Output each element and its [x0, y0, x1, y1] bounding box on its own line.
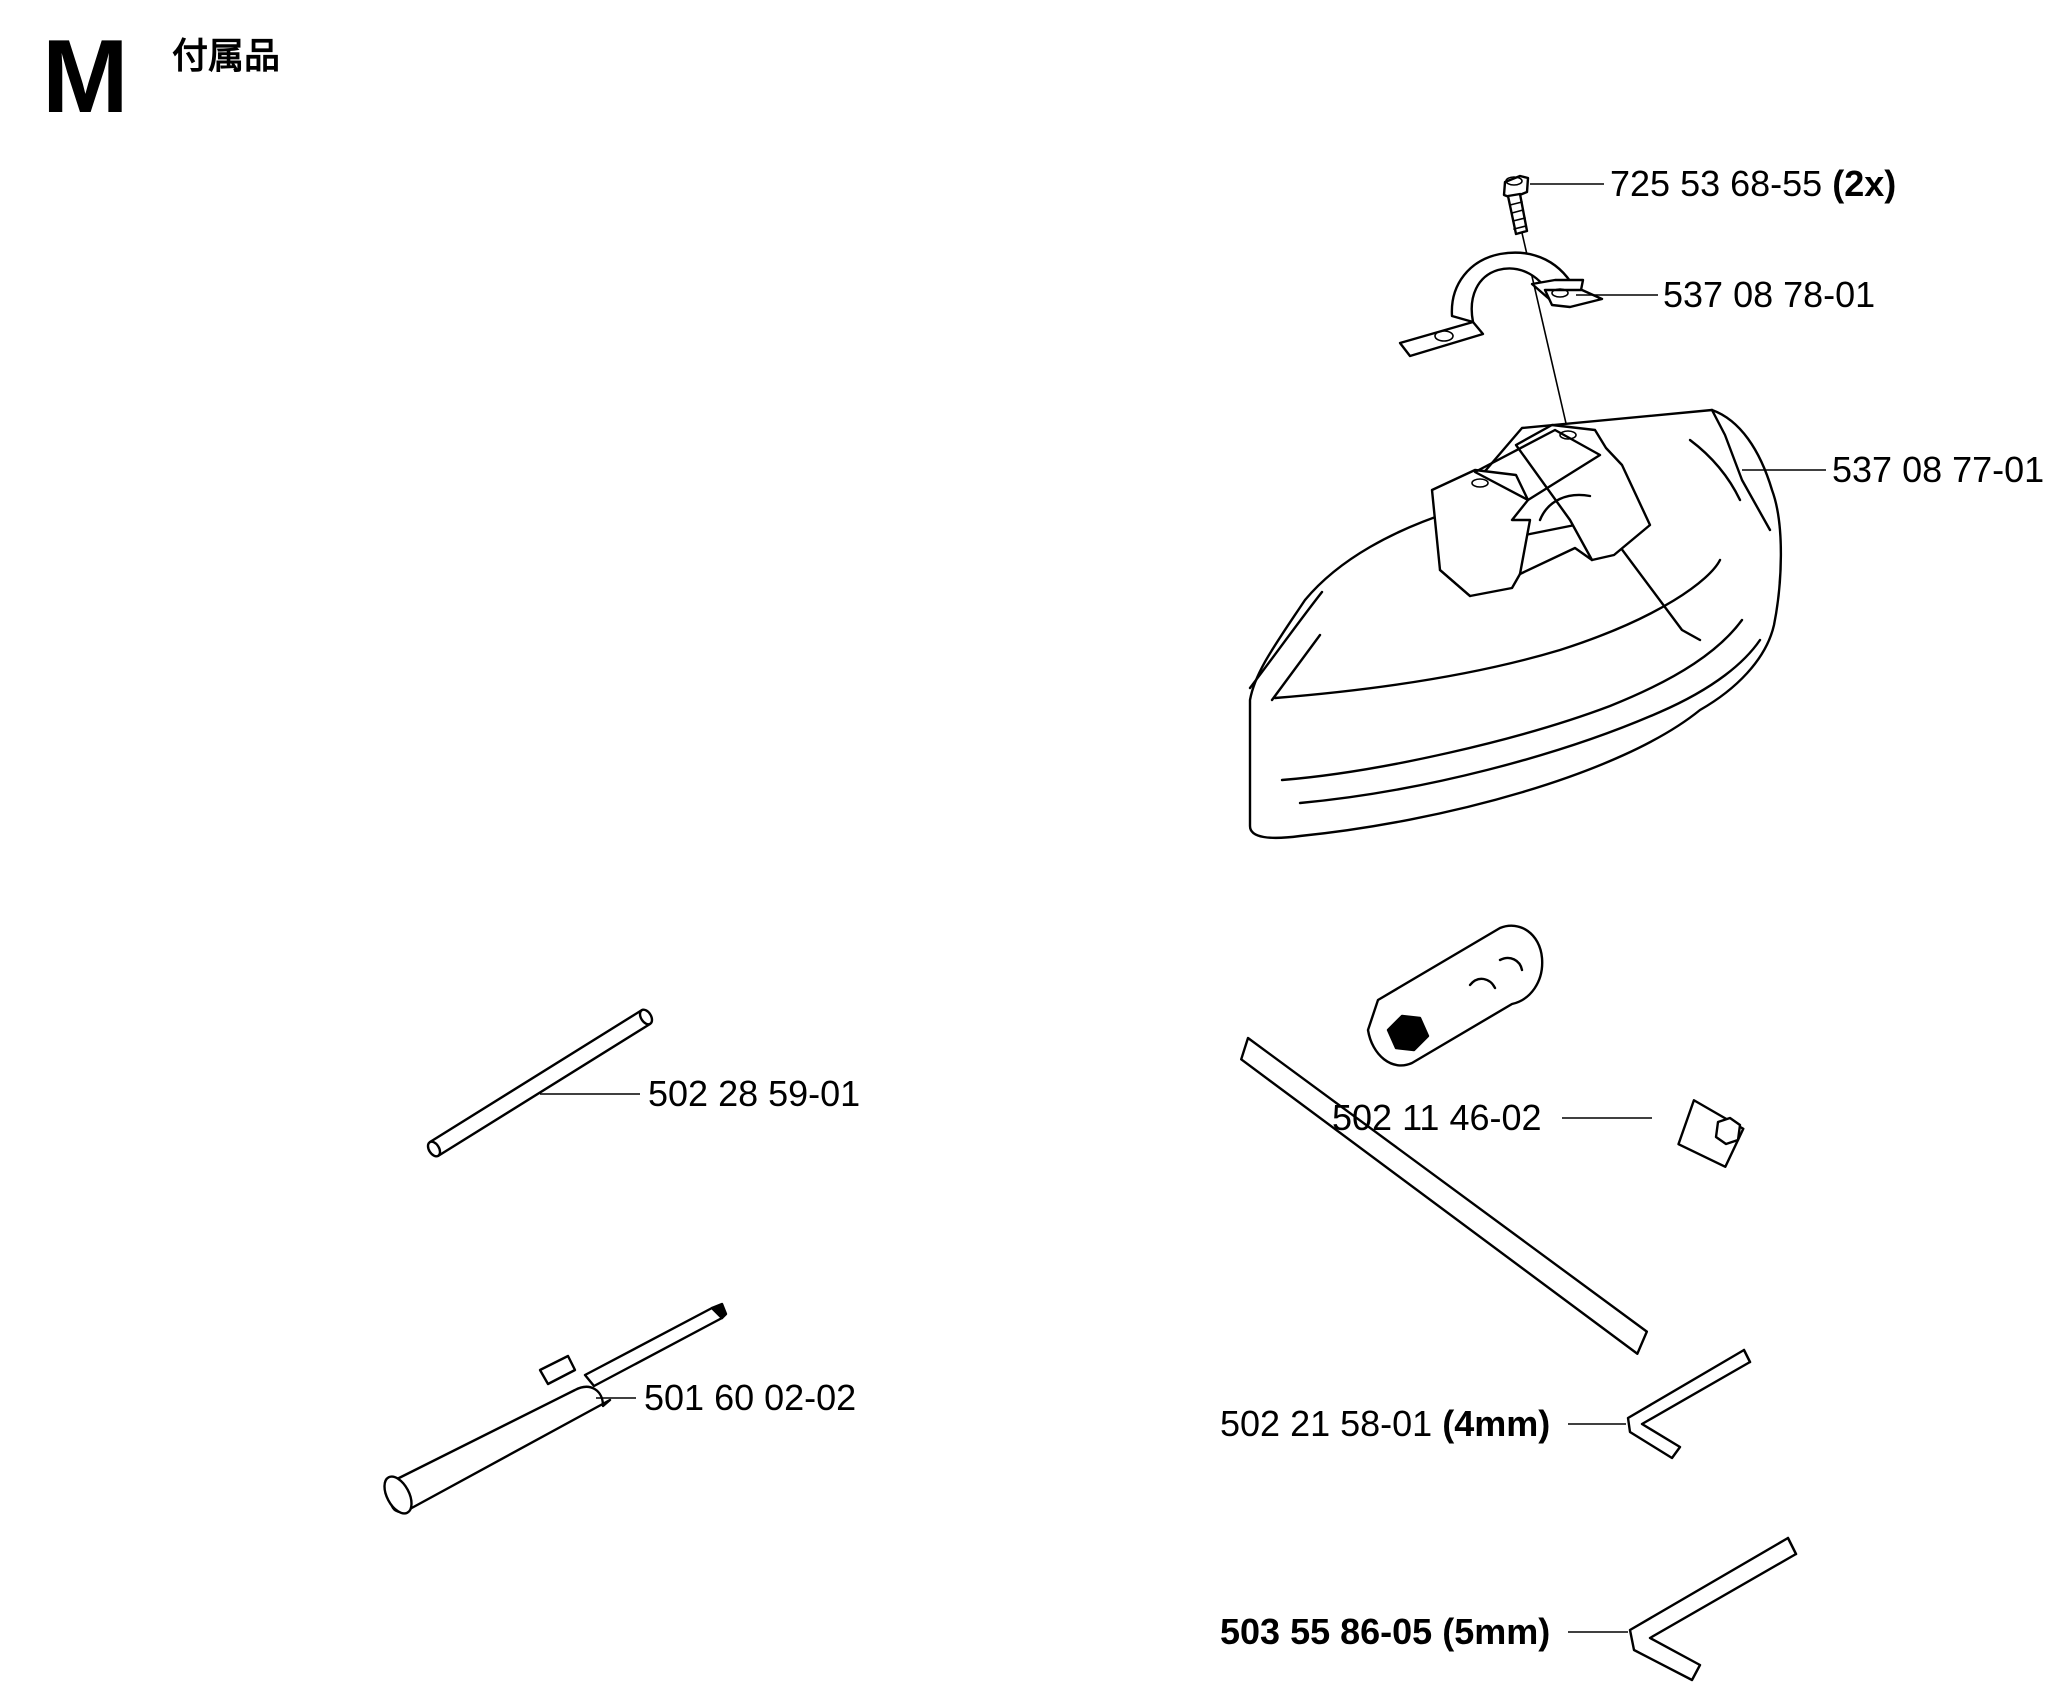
hex-key-4mm-drawing: [1626, 1348, 1752, 1460]
pin-drawing: [426, 1008, 654, 1158]
guard-drawing: [1248, 408, 1783, 840]
guard-label: 537 08 77-01: [1832, 449, 2044, 490]
wrench-label: 502 11 46-02: [1332, 1097, 1542, 1138]
hex-key-5mm-label: 503 55 86-05 (5mm): [1220, 1611, 1550, 1652]
pin-label: 502 28 59-01: [648, 1073, 860, 1114]
hex-key-4mm-label: 502 21 58-01 (4mm): [1220, 1403, 1550, 1444]
hex-key-5mm-drawing: [1628, 1536, 1798, 1682]
screw-drawing: [1502, 174, 1530, 236]
clamp-label: 537 08 78-01: [1663, 274, 1875, 315]
file-label: 501 60 02-02: [644, 1377, 856, 1418]
section-letter: M: [42, 19, 129, 135]
screw-label: 725 53 68-55 (2x): [1610, 163, 1896, 204]
box-wrench-drawing: [1240, 924, 1745, 1355]
section-title: 付属品: [172, 36, 280, 77]
clamp-drawing: [1398, 251, 1604, 358]
file-drawing: [383, 1302, 728, 1515]
